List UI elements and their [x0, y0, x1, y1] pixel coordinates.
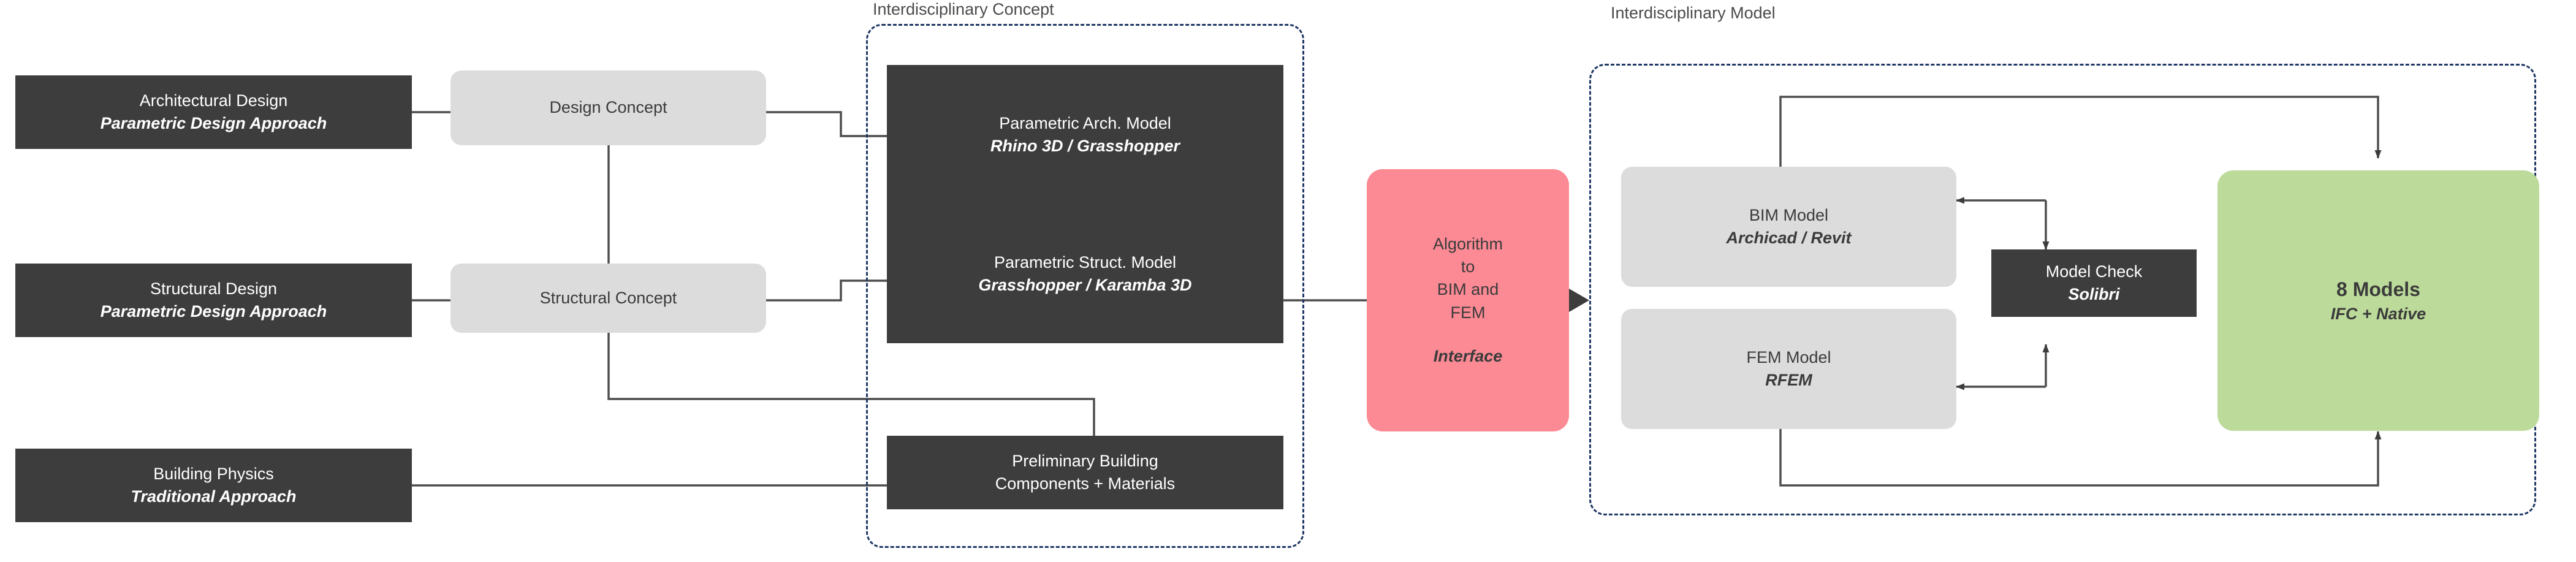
preliminary-building-components[interactable]: Preliminary Building Components + Materi…	[887, 436, 1283, 509]
group-label-interdisciplinary-concept: Interdisciplinary Concept	[873, 0, 1054, 18]
preliminary-line-1: Preliminary Building	[1012, 451, 1158, 470]
concept-design-concept[interactable]: Design Concept	[450, 70, 766, 145]
discipline-structural-design[interactable]: Structural Design Parametric Design Appr…	[15, 264, 412, 337]
discipline-title: Structural Design	[150, 279, 278, 298]
interface-subtitle: Interface	[1433, 346, 1503, 365]
interface-line-1: Algorithm	[1432, 234, 1503, 253]
preliminary-line-2: Components + Materials	[995, 474, 1176, 493]
concept-parametric-models[interactable]: Parametric Arch. Model Rhino 3D / Grassh…	[887, 65, 1283, 343]
discipline-title: Architectural Design	[139, 91, 288, 110]
model-title: Parametric Arch. Model	[999, 114, 1171, 133]
model-fem[interactable]: FEM Model RFEM	[1621, 309, 1956, 429]
interface-line-4: FEM	[1450, 303, 1486, 322]
model-check-subtitle: Solibri	[2068, 285, 2120, 303]
model-subtitle: Archicad / Revit	[1726, 229, 1852, 247]
model-check-box[interactable]: Model Check Solibri	[1991, 249, 2197, 317]
deliverable-title: 8 Models	[2336, 278, 2420, 300]
concept-structural-concept[interactable]: Structural Concept	[450, 264, 766, 333]
model-subtitle: RFEM	[1765, 371, 1812, 389]
discipline-subtitle: Parametric Design Approach	[100, 302, 327, 321]
model-title: Parametric Struct. Model	[994, 253, 1177, 272]
discipline-subtitle: Parametric Design Approach	[100, 114, 327, 132]
model-subtitle: Rhino 3D / Grasshopper	[990, 136, 1180, 155]
model-bim[interactable]: BIM Model Archicad / Revit	[1621, 167, 1956, 287]
discipline-subtitle: Traditional Approach	[131, 487, 297, 506]
algorithm-interface-box[interactable]: Algorithm to BIM and FEM Interface	[1367, 169, 1569, 431]
model-title: BIM Model	[1749, 205, 1829, 224]
model-title: FEM Model	[1746, 347, 1831, 366]
parametric-arch-model: Parametric Arch. Model Rhino 3D / Grassh…	[887, 65, 1283, 204]
model-check-title: Model Check	[2045, 262, 2143, 281]
discipline-architectural-design[interactable]: Architectural Design Parametric Design A…	[15, 75, 412, 149]
interface-line-2: to	[1461, 257, 1475, 276]
group-label-interdisciplinary-model: Interdisciplinary Model	[1611, 4, 1776, 22]
group-box-interdisciplinary-concept	[866, 24, 1304, 548]
concept-title: Structural Concept	[539, 288, 677, 307]
discipline-title: Building Physics	[153, 464, 274, 483]
concept-title: Design Concept	[549, 98, 667, 117]
model-subtitle: Grasshopper / Karamba 3D	[978, 275, 1192, 294]
discipline-building-physics[interactable]: Building Physics Traditional Approach	[15, 449, 412, 522]
interface-line-3: BIM and	[1437, 280, 1499, 299]
parametric-struct-model: Parametric Struct. Model Grasshopper / K…	[887, 204, 1283, 343]
deliverable-subtitle: IFC + Native	[2330, 304, 2426, 323]
deliverable-8-models[interactable]: 8 Models IFC + Native	[2217, 170, 2539, 431]
